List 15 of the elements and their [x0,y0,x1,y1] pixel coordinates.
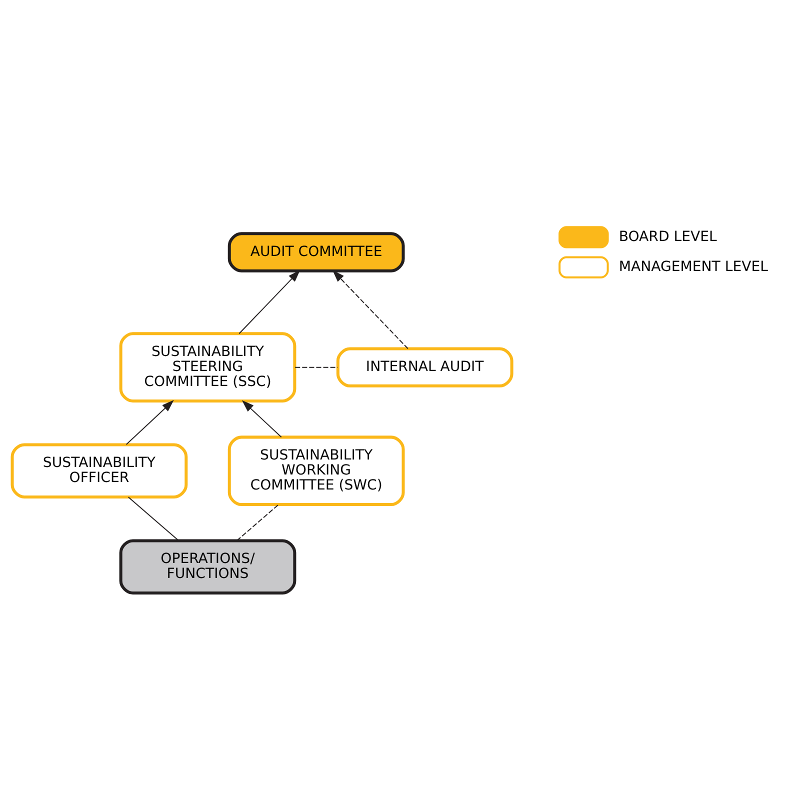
legend-label: BOARD LEVEL [618,228,717,245]
node-box: SUSTAINABILITY OFFICER [10,443,188,498]
legend-label: MANAGEMENT LEVEL [618,259,768,276]
node-box: SUSTAINABILITY WORKING COMMITTEE (SWC) [228,436,405,506]
connector [128,496,179,542]
arrow [242,400,282,438]
connector [295,366,338,368]
node-box: INTERNAL AUDIT [336,347,514,388]
arrow [238,270,300,334]
connector [236,504,279,542]
node-box: SUSTAINABILITY STEERING COMMITTEE (SSC) [119,332,296,403]
arrow [332,270,408,349]
node-box: OPERATIONS/ FUNCTIONS [119,539,296,594]
arrow [126,400,174,445]
node-box: AUDIT COMMITTEE [228,232,405,272]
